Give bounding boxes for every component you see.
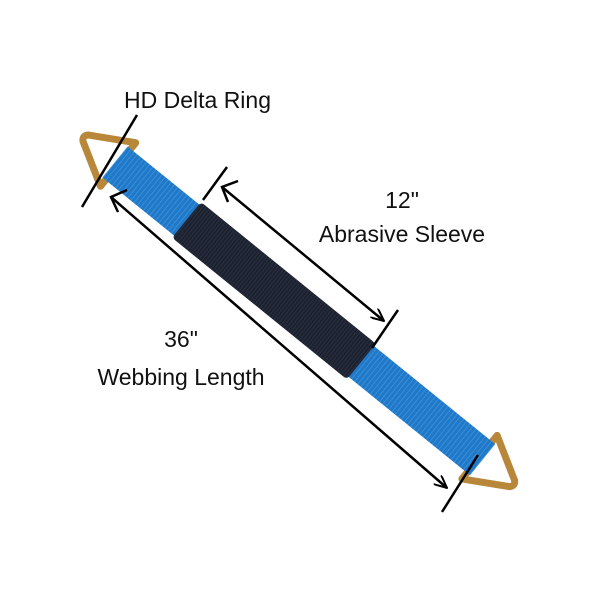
ring-label: HD Delta Ring: [124, 87, 271, 113]
webbing-arrowhead-start: [109, 188, 128, 213]
delta-ring-right: [458, 431, 519, 491]
abrasive-sleeve: [173, 203, 375, 378]
webbing-length-label: 36": [164, 326, 198, 352]
webbing-length-arrow: [110, 196, 447, 488]
delta-ring-left: [79, 131, 140, 190]
webbing-name-label: Webbing Length: [97, 364, 265, 390]
sleeve-tick-end: [370, 309, 400, 349]
sleeve-tick-start: [201, 166, 229, 201]
webbing-tick-start: [80, 114, 139, 208]
sleeve-name-label: Abrasive Sleeve: [318, 221, 486, 247]
sleeve-length-arrow: [221, 186, 384, 321]
sleeve-length-label: 12": [385, 187, 419, 213]
sleeve-arrowhead-start: [220, 179, 239, 203]
webbing-tick-end: [440, 454, 480, 513]
